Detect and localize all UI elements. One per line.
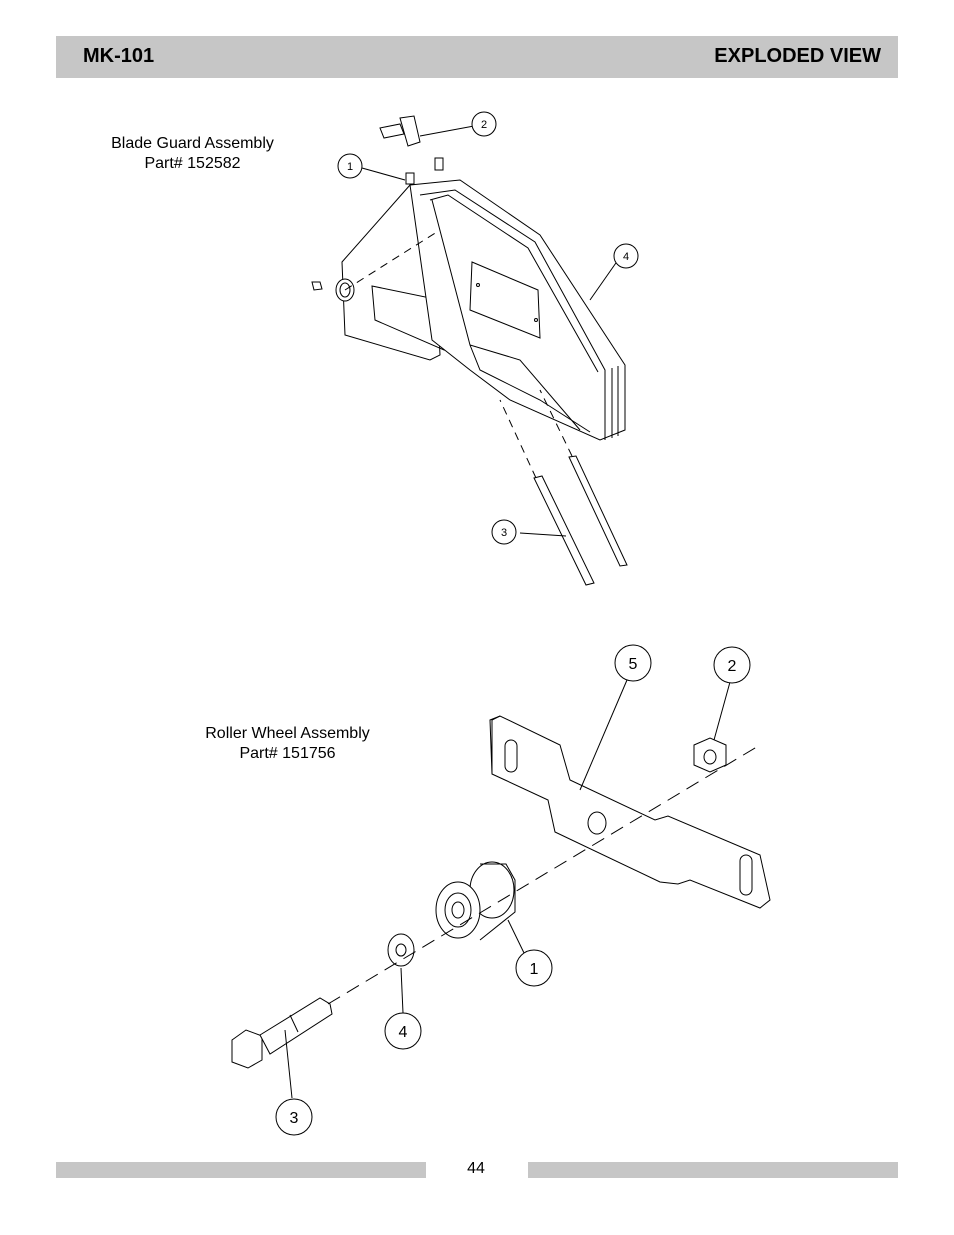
footer-bar-right	[528, 1162, 898, 1178]
callout-4-circle	[613, 243, 639, 269]
callout-3-label: 3	[501, 527, 507, 539]
callout-3b-label: 3	[290, 1110, 299, 1127]
model-number: MK-101	[83, 45, 155, 67]
callout-3b-circle	[275, 1098, 313, 1136]
footer-bar-left	[56, 1162, 426, 1178]
roller-wheel-caption: Roller Wheel Assembly Part# 151756	[190, 724, 385, 764]
page-title: EXPLODED VIEW	[714, 45, 881, 67]
callout-4-label: 4	[623, 251, 629, 263]
roller-wheel-callouts	[275, 644, 751, 1136]
callout-1-circle	[337, 153, 363, 179]
blade-guard-callouts	[337, 111, 639, 545]
callout-2b-label: 2	[728, 658, 737, 675]
roller-wheel-title: Roller Wheel Assembly	[205, 725, 370, 742]
blade-guard-drawing	[311, 115, 628, 586]
callout-2-label: 2	[481, 119, 487, 131]
callout-4b-label: 4	[399, 1024, 408, 1041]
callout-5-circle	[614, 644, 652, 682]
callout-3-circle	[491, 519, 517, 545]
header-bar: MK-101 EXPLODED VIEW	[56, 36, 898, 78]
callout-5-label: 5	[629, 656, 638, 673]
callout-2-circle	[471, 111, 497, 137]
callout-4b-circle	[384, 1012, 422, 1050]
blade-guard-title: Blade Guard Assembly	[111, 135, 274, 152]
callout-1b-circle	[515, 949, 553, 987]
roller-wheel-part-number: Part# 151756	[239, 745, 336, 762]
blade-guard-caption: Blade Guard Assembly Part# 152582	[90, 134, 295, 174]
callout-1-label: 1	[347, 161, 353, 173]
roller-wheel-drawing	[231, 679, 771, 1099]
page-number: 44	[467, 1160, 485, 1177]
blade-guard-part-number: Part# 152582	[144, 155, 241, 172]
callout-2b-circle	[713, 646, 751, 684]
callout-1b-label: 1	[530, 961, 539, 978]
